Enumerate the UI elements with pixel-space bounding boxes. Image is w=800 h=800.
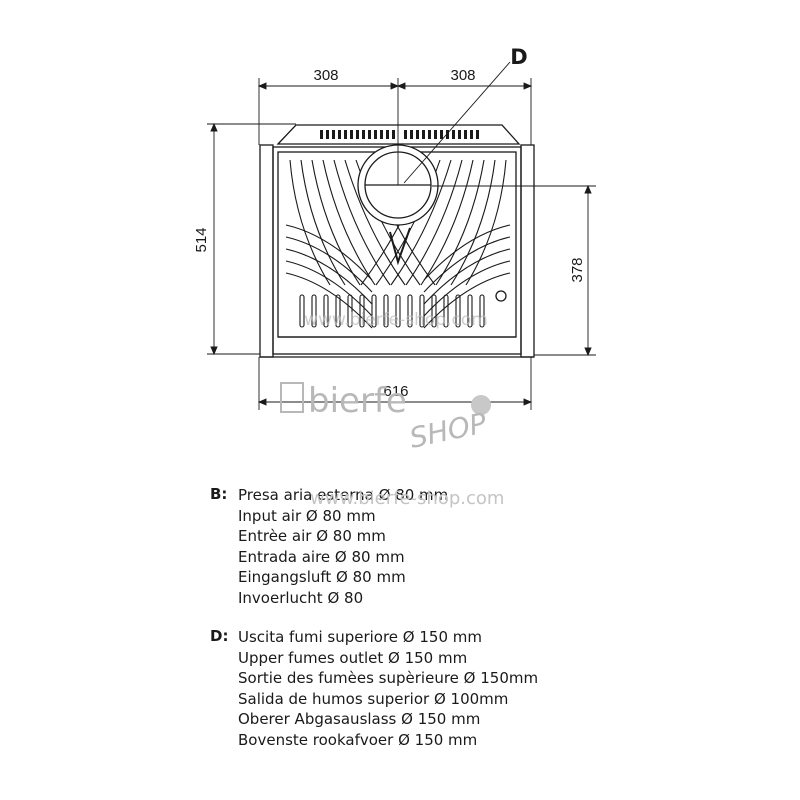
vent-slot: [470, 130, 473, 139]
vent-slot: [452, 130, 455, 139]
door-slot: [371, 294, 377, 328]
door-knob: [495, 290, 507, 302]
legend-d-line: Uscita fumi superiore Ø 150 mm: [238, 628, 482, 646]
vent-slot: [416, 130, 419, 139]
vent-slot: [404, 130, 407, 139]
vent-slot: [476, 130, 479, 139]
legend-d-line: Bovenste rookafvoer Ø 150 mm: [238, 730, 478, 749]
door-rib: [405, 159, 463, 286]
door-slot: [419, 294, 425, 328]
door-slot: [431, 294, 437, 328]
door-slot: [383, 294, 389, 328]
door-slot: [395, 294, 401, 328]
stove-outline: [259, 124, 535, 358]
watermark-site-small: www.bierfe-shop.com: [304, 310, 488, 330]
vent-slot: [356, 130, 359, 139]
legend-d-line: Upper fumes outlet Ø 150 mm: [238, 648, 468, 667]
door-rib: [420, 159, 474, 286]
door-slot: [335, 294, 341, 328]
door-slot: [467, 294, 473, 328]
legend-b: B: Presa aria esterna Ø 80 mm Input air Ø…: [210, 485, 630, 608]
vent-slot: [326, 130, 329, 139]
door-slot: [311, 294, 317, 328]
door-slot: [479, 294, 485, 328]
door-rib: [333, 159, 391, 286]
legend-d-key: D:: [210, 627, 229, 645]
vent-slot: [368, 130, 371, 139]
vent-slot: [392, 130, 395, 139]
dim-height-total: 514: [193, 227, 210, 252]
door-v-emblem: [389, 227, 411, 266]
door-rib: [423, 272, 511, 329]
vent-slot: [374, 130, 377, 139]
vent-slot: [380, 130, 383, 139]
door-slot: [443, 294, 449, 328]
door-slot: [359, 294, 365, 328]
vent-slot: [428, 130, 431, 139]
legend-b-key: B:: [210, 485, 228, 503]
door-rib: [285, 272, 373, 329]
door-rib: [285, 236, 373, 293]
legend-b-line: Eingangsluft Ø 80 mm: [238, 568, 406, 586]
door-decorative-ribs: [285, 159, 511, 329]
vent-slot: [434, 130, 437, 139]
door-slot: [299, 294, 305, 328]
legend-b-line: Invoerlucht Ø 80: [238, 588, 364, 607]
door-slot: [347, 294, 353, 328]
vent-slot: [458, 130, 461, 139]
vent-slot: [362, 130, 365, 139]
door-lower-slots: [299, 294, 485, 328]
door-rib: [344, 159, 406, 286]
watermark-brand: bierfe: [308, 381, 407, 421]
legend-b-line: Entrada aire Ø 80 mm: [238, 547, 405, 566]
legend-b-line: Presa aria esterna Ø 80 mm: [238, 486, 449, 504]
legend-d-lines: Uscita fumi superiore Ø 150 mm Upper fume…: [238, 627, 630, 750]
door-rib: [289, 159, 331, 286]
legend-b-line: Entrèe air Ø 80 mm: [238, 527, 386, 545]
dim-width-total: 616: [383, 383, 408, 400]
door-rib: [423, 224, 511, 281]
vent-slot: [422, 130, 425, 139]
vent-slot: [332, 130, 335, 139]
dim-top-right: 308: [450, 67, 475, 84]
callout-label-d: D: [510, 45, 527, 69]
door-rib: [285, 224, 373, 281]
door-rib: [423, 236, 511, 293]
legend-d-line: Salida de humos superior Ø 100mm: [238, 689, 509, 708]
vent-slot: [386, 130, 389, 139]
vent-slot: [440, 130, 443, 139]
vent-slot: [410, 130, 413, 139]
door-rib: [450, 159, 496, 286]
legend-d: D: Uscita fumi superiore Ø 150 mm Upper f…: [210, 627, 630, 750]
dimension-lines: [207, 61, 596, 410]
vent-slot: [320, 130, 323, 139]
door-rib: [465, 159, 507, 286]
top-vent-slots: [320, 130, 479, 139]
vent-slot: [464, 130, 467, 139]
legend-d-line: Oberer Abgasauslass Ø 150 mm: [238, 710, 481, 728]
dim-height-outlet: 378: [569, 257, 586, 282]
door-slot: [407, 294, 413, 328]
dim-top-left: 308: [313, 67, 338, 84]
door-rib: [423, 260, 511, 317]
legend-b-lines: Presa aria esterna Ø 80 mm Input air Ø 80…: [238, 485, 630, 608]
vent-slot: [338, 130, 341, 139]
vent-slot: [344, 130, 347, 139]
door-rib: [322, 159, 376, 286]
door-slot: [455, 294, 461, 328]
watermark-site-legend: www.bierfe-shop.com: [310, 488, 505, 509]
legend-d-line: Sortie des fumèes supèrieure Ø 150mm: [238, 669, 539, 687]
door-rib: [300, 159, 346, 286]
watermark-shop: SHOP: [407, 406, 490, 454]
stove-front-drawing: 308 308 514 378 616 D bierfe SHOP www.bi…: [193, 45, 596, 455]
watermark-logo: bierfe SHOP www.bierfe-shop.com: [280, 310, 491, 455]
door-slot: [323, 294, 329, 328]
legend-b-line: Input air Ø 80 mm: [238, 506, 376, 525]
vent-slot: [350, 130, 353, 139]
vent-slot: [446, 130, 449, 139]
door-rib: [285, 260, 373, 317]
door-rib: [390, 159, 452, 286]
